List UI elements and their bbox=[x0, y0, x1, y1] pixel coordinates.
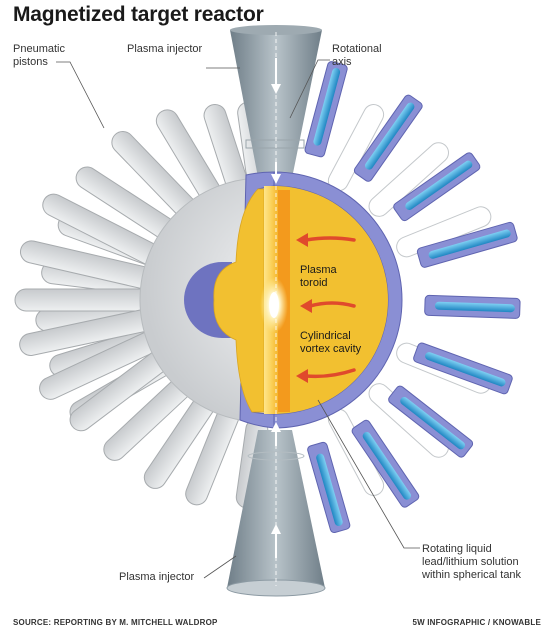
blue-pistons bbox=[304, 61, 521, 534]
label-line: lead/lithium solution bbox=[422, 556, 519, 568]
plasma-toroid bbox=[269, 292, 279, 318]
label-line: pistons bbox=[13, 56, 48, 68]
label-plasma-injector-bottom: Plasma injector bbox=[119, 571, 195, 583]
label-line: vortex cavity bbox=[300, 343, 362, 355]
label-vortex-cavity: Cylindrical vortex cavity bbox=[300, 330, 361, 356]
flow-arrowheads bbox=[296, 233, 312, 383]
label-line: within spherical tank bbox=[422, 569, 522, 581]
label-line: Rotational bbox=[332, 43, 382, 55]
footer-credit: 5W INFOGRAPHIC / KNOWABLE bbox=[412, 618, 541, 627]
label-line: Rotating liquid bbox=[422, 543, 492, 555]
label-liquid-metal: Rotating liquid lead/lithium solution wi… bbox=[422, 543, 521, 582]
label-line: Plasma bbox=[300, 264, 337, 276]
gray-pistons bbox=[14, 101, 269, 509]
footer-source: SOURCE: REPORTING BY M. MITCHELL WALDROP bbox=[13, 618, 218, 627]
label-plasma-injector-top: Plasma injector bbox=[127, 43, 203, 55]
label-plasma-toroid: Plasma toroid bbox=[300, 264, 337, 290]
injection-arrows bbox=[271, 58, 281, 558]
flow-arrows bbox=[304, 236, 356, 379]
leader-lines bbox=[56, 59, 420, 579]
diagram-title: Magnetized target reactor bbox=[13, 3, 264, 26]
label-line: axis bbox=[332, 56, 352, 68]
liquid-metal-left bbox=[213, 188, 265, 413]
label-line: Cylindrical bbox=[300, 330, 351, 342]
label-line: Pneumatic bbox=[13, 43, 65, 55]
label-rotational-axis: Rotational axis bbox=[332, 43, 382, 69]
label-line: toroid bbox=[300, 277, 328, 289]
label-pneumatic-pistons: Pneumatic pistons bbox=[13, 43, 65, 69]
